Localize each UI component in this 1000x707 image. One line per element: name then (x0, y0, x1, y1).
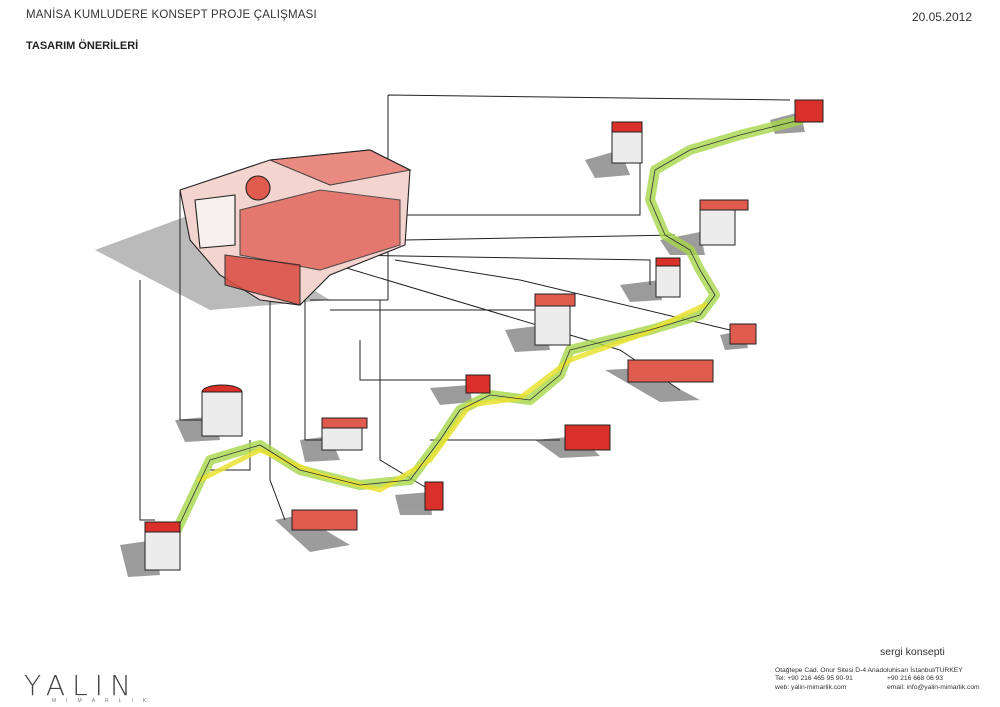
logo-wordmark: YALIN (24, 669, 138, 702)
company-logo: YALIN MİMARLIK (24, 669, 157, 705)
contact-email[interactable]: email: info@yalin-mimarlik.com (887, 683, 980, 691)
section-subtitle: TASARIM ÖNERİLERİ (26, 40, 139, 52)
sketch-shadows (95, 112, 805, 577)
document-date: 20.05.2012 (911, 10, 972, 24)
pavilions (144, 99, 824, 571)
sketch-caption: sergi konsepti (880, 646, 945, 658)
contact-tel: Tel: +90 216 465 95 90-91 (775, 675, 853, 683)
sketch-lines (139, 94, 791, 521)
main-building (179, 149, 412, 306)
contact-web[interactable]: web: yalin-mimarlik.com (775, 683, 847, 691)
logo-tagline: MİMARLIK (52, 698, 157, 704)
green-path (160, 115, 805, 560)
contact-fax: +90 216 668 06 93 (887, 675, 943, 683)
document-title: MANİSA KUMLUDERE KONSEPT PROJE ÇALIŞMASI (26, 9, 317, 21)
contact-address: Otağtepe Cad. Onur Sitesi D-4 Anadoluhis… (775, 667, 963, 674)
contact-block: Otağtepe Cad. Onur Sitesi D-4 Anadoluhis… (775, 667, 997, 692)
